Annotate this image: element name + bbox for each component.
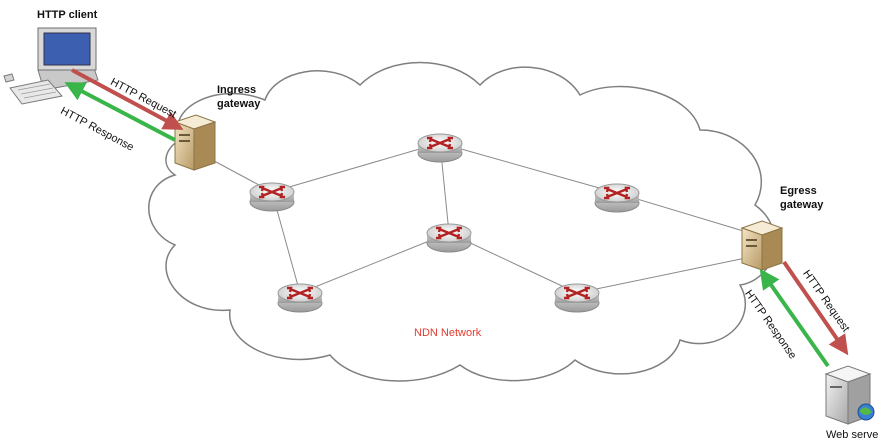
web-server-label: Web serve <box>826 429 879 441</box>
link-r6-egress <box>576 254 761 294</box>
http-response-arrow <box>64 82 176 142</box>
web-server-icon <box>824 365 875 425</box>
http-request-arrow <box>782 260 849 356</box>
http-request-arrow <box>71 68 184 130</box>
server-tower-icon <box>173 114 217 171</box>
link-r3-egress <box>616 192 761 237</box>
link-r2-r3 <box>439 142 618 194</box>
router-icon <box>249 182 295 212</box>
desktop-computer-icon <box>3 27 99 105</box>
http-client-label: HTTP client <box>37 9 98 21</box>
ingress-gateway-label-line2: gateway <box>217 98 261 110</box>
server-tower-icon <box>740 220 784 271</box>
http-response-arrow <box>759 268 830 368</box>
link-r1-r2 <box>271 142 441 193</box>
router-icon <box>417 133 463 163</box>
router-icon <box>426 223 472 253</box>
router-icon <box>594 183 640 213</box>
network-label: NDN Network <box>414 327 482 339</box>
egress-gateway-label-line1: Egress <box>780 185 817 197</box>
router-icon <box>277 283 323 313</box>
link-r5-r4 <box>299 232 450 294</box>
router-icon <box>554 283 600 313</box>
ingress-gateway-label-line1: Ingress <box>217 84 257 96</box>
egress-gateway-label-line2: gateway <box>780 199 824 211</box>
